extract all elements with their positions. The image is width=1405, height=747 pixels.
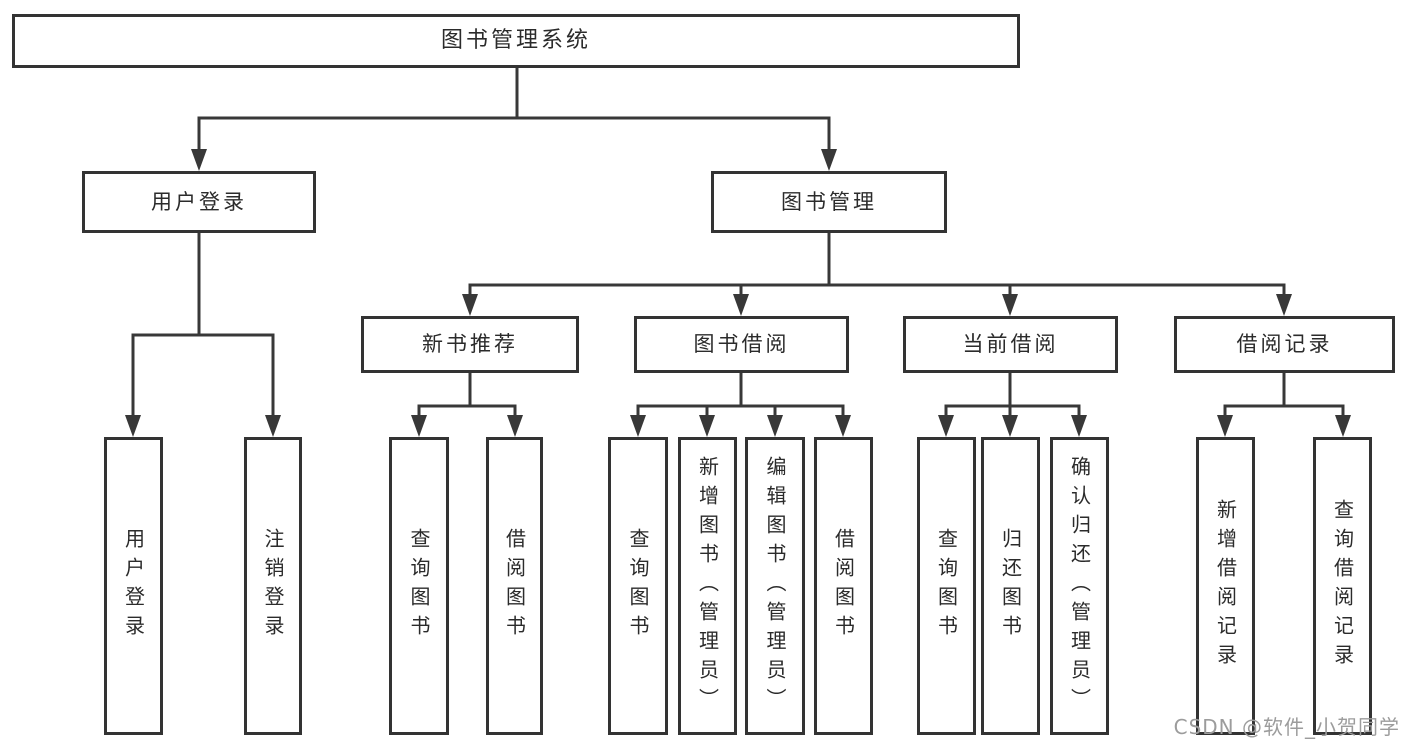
node-label: 查询图书 <box>407 528 431 644</box>
node-borrowing-records: 借阅记录 <box>1174 316 1395 373</box>
node-label: 用户登录 <box>151 189 247 214</box>
node-borrow-books-1: 借阅图书 <box>486 437 543 735</box>
node-add-books-admin: 新增图书（管理员） <box>678 437 737 735</box>
node-label: 当前借阅 <box>962 332 1059 356</box>
node-label: 注销登录 <box>261 528 285 644</box>
node-query-books-1: 查询图书 <box>389 437 449 735</box>
node-label: 用户登录 <box>121 528 146 644</box>
node-label: 借阅图书 <box>831 528 856 644</box>
node-query-books-3: 查询图书 <box>917 437 976 735</box>
node-new-book-recommendation: 新书推荐 <box>361 316 579 373</box>
node-label: 借阅记录 <box>1236 332 1333 356</box>
node-label: 新增借阅记录 <box>1213 499 1238 673</box>
node-logout: 注销登录 <box>244 437 302 735</box>
node-user-login: 用户登录 <box>82 171 316 233</box>
node-label: 编辑图书（管理员） <box>763 455 787 717</box>
node-book-management: 图书管理 <box>711 171 947 233</box>
watermark: CSDN @软件_小贺同学 <box>1173 715 1400 739</box>
node-query-borrow-record: 查询借阅记录 <box>1313 437 1372 735</box>
node-label: 新增图书（管理员） <box>695 455 720 717</box>
node-borrow-books-2: 借阅图书 <box>814 437 873 735</box>
node-label: 确认归还（管理员） <box>1067 455 1092 717</box>
node-edit-books-admin: 编辑图书（管理员） <box>745 437 805 735</box>
node-label: 查询图书 <box>934 528 959 644</box>
node-label: 图书借阅 <box>693 332 790 356</box>
node-label: 新书推荐 <box>422 332 518 356</box>
node-book-borrowing: 图书借阅 <box>634 316 849 373</box>
node-label: 查询借阅记录 <box>1330 499 1355 673</box>
node-query-books-2: 查询图书 <box>608 437 668 735</box>
node-library-management-system: 图书管理系统 <box>12 14 1020 68</box>
node-return-books: 归还图书 <box>981 437 1040 735</box>
node-label: 借阅图书 <box>502 528 527 644</box>
node-label: 图书管理 <box>781 189 877 214</box>
node-current-borrowing: 当前借阅 <box>903 316 1118 373</box>
node-confirm-return-admin: 确认归还（管理员） <box>1050 437 1109 735</box>
node-user-login-leaf: 用户登录 <box>104 437 163 735</box>
node-add-borrow-record: 新增借阅记录 <box>1196 437 1255 735</box>
node-label: 查询图书 <box>626 528 650 644</box>
node-label: 图书管理系统 <box>440 28 591 53</box>
node-label: 归还图书 <box>998 528 1023 644</box>
